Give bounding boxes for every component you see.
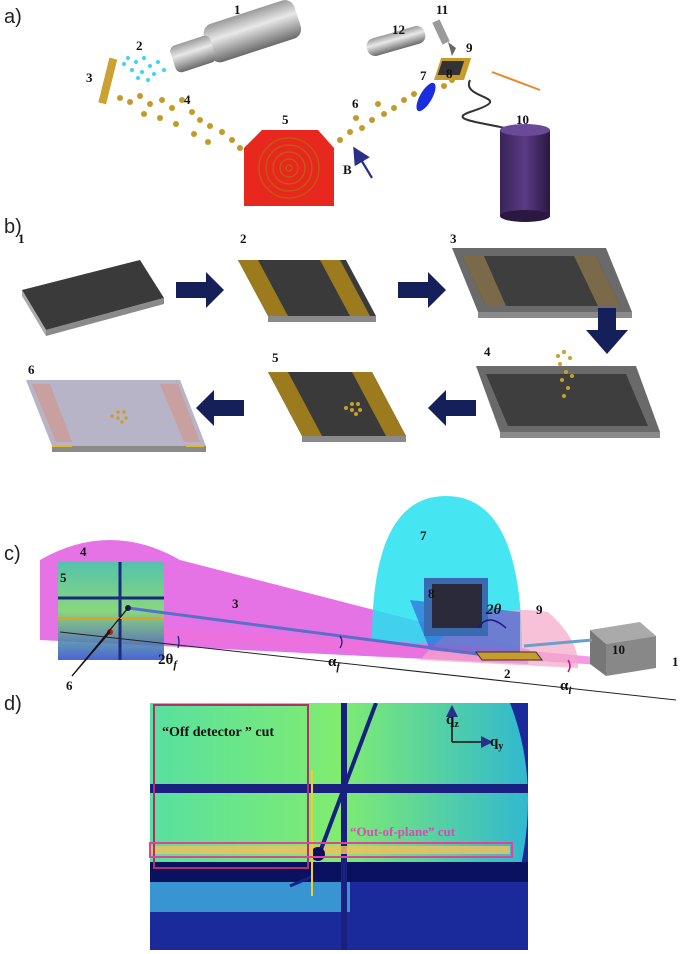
arrow-5-6 bbox=[196, 390, 244, 426]
a-num-11: 11 bbox=[436, 2, 448, 17]
b-step-6: 6 bbox=[28, 362, 35, 377]
arrow-2-3 bbox=[398, 272, 446, 308]
c-num-6: 6 bbox=[66, 678, 73, 693]
mass-filter bbox=[244, 130, 334, 206]
gap-h1 bbox=[150, 784, 528, 793]
panel-b-label: b) bbox=[4, 216, 22, 238]
panel-a-label: a) bbox=[4, 6, 22, 28]
c-num-9: 9 bbox=[536, 602, 543, 617]
b-step-3: 3 bbox=[450, 231, 457, 246]
field-arrow bbox=[353, 146, 373, 179]
step-3-mask bbox=[452, 248, 632, 318]
c-angle-2theta: 2θ bbox=[485, 602, 502, 618]
a-num-2: 2 bbox=[136, 38, 143, 53]
panel-c-label: c) bbox=[4, 543, 21, 565]
c-num-2: 2 bbox=[504, 666, 511, 681]
a-num-8: 8 bbox=[446, 66, 453, 81]
arrow-3-4 bbox=[586, 308, 628, 354]
arrow-4-5 bbox=[428, 390, 476, 426]
detector-cylinder bbox=[500, 124, 550, 222]
c-angle-alpha-f: αf bbox=[328, 654, 341, 673]
a-num-6: 6 bbox=[352, 96, 359, 111]
c-num-3: 3 bbox=[232, 596, 239, 611]
arc-2theta bbox=[477, 619, 507, 629]
a-num-7: 7 bbox=[420, 68, 427, 83]
a-num-5: 5 bbox=[282, 112, 289, 127]
a-num-4: 4 bbox=[184, 92, 191, 107]
off-detector-cut-label: “Off detector ” cut bbox=[162, 725, 274, 740]
step-1-substrate bbox=[22, 260, 164, 336]
beamstop bbox=[311, 847, 325, 861]
magnetron-cylinder bbox=[170, 0, 302, 73]
a-num-9: 9 bbox=[466, 40, 473, 55]
beamstop-shadow bbox=[150, 862, 528, 882]
panel-d: “Off detector ” cut “Out-of-plane” cut q… bbox=[149, 703, 528, 950]
sample-holder bbox=[434, 58, 541, 91]
c-num-4: 4 bbox=[80, 544, 87, 559]
out-of-plane-cut-label: “Out-of-plane” cut bbox=[350, 824, 456, 839]
panel-d-label: d) bbox=[4, 693, 22, 715]
c-num-10: 10 bbox=[612, 642, 625, 657]
step-5-clusters bbox=[268, 372, 406, 442]
b-step-5: 5 bbox=[272, 350, 279, 365]
a-num-12: 12 bbox=[392, 22, 405, 37]
probe bbox=[432, 19, 456, 56]
a-num-1: 1 bbox=[234, 2, 241, 17]
waxs-detector bbox=[424, 578, 488, 636]
gap-v1 bbox=[341, 703, 347, 950]
gas-cloud bbox=[122, 56, 166, 82]
cable bbox=[461, 79, 521, 135]
a-field-label: B bbox=[343, 162, 352, 177]
arrow-1-2 bbox=[176, 272, 224, 308]
arc-alpha-i bbox=[567, 659, 571, 673]
off-detector-cut-box bbox=[153, 704, 309, 869]
direct-beam bbox=[59, 631, 677, 701]
target-plate bbox=[98, 57, 118, 105]
pointer-6b bbox=[71, 631, 111, 677]
direct-beamstop bbox=[311, 867, 325, 881]
xray-source bbox=[590, 622, 656, 676]
qy-label: qy bbox=[490, 734, 503, 752]
arc-2theta-f bbox=[177, 635, 180, 649]
c-num-8: 8 bbox=[428, 586, 435, 601]
panel-a: 1 2 3 4 5 6 7 8 9 10 11 12 B bbox=[86, 0, 550, 222]
scattered-beam bbox=[127, 606, 509, 660]
sample bbox=[475, 651, 543, 661]
a-num-3: 3 bbox=[86, 70, 93, 85]
step-4-deposition bbox=[476, 350, 660, 438]
incident-beam bbox=[523, 638, 593, 648]
beamstop-rod bbox=[318, 703, 378, 853]
c-angle-2theta-f: 2θf bbox=[158, 652, 178, 671]
b-step-2: 2 bbox=[240, 231, 247, 246]
lens bbox=[416, 82, 436, 112]
step-2-electrodes bbox=[238, 260, 376, 322]
step-6-final bbox=[26, 380, 206, 452]
b-step-4: 4 bbox=[484, 344, 491, 359]
c-num-1: 1 bbox=[672, 654, 679, 669]
panel-b: 1 2 3 4 5 6 bbox=[18, 231, 660, 452]
c-angle-alpha-i: αi bbox=[560, 678, 572, 697]
nanoparticle-stream bbox=[117, 77, 455, 151]
arc-alpha-f bbox=[339, 635, 343, 649]
lower-intensity bbox=[150, 882, 350, 912]
panel-c: 1 2 3 4 5 6 7 8 9 10 2θf αf αi 2θ bbox=[40, 496, 679, 701]
qz-label: qz bbox=[446, 712, 459, 730]
c-num-5: 5 bbox=[60, 570, 67, 585]
b-step-1: 1 bbox=[18, 231, 25, 246]
a-num-10: 10 bbox=[516, 112, 529, 127]
c-num-7: 7 bbox=[420, 528, 427, 543]
tube bbox=[366, 25, 426, 57]
out-of-plane-cut-box bbox=[149, 842, 513, 858]
yoneda-band bbox=[150, 846, 510, 854]
